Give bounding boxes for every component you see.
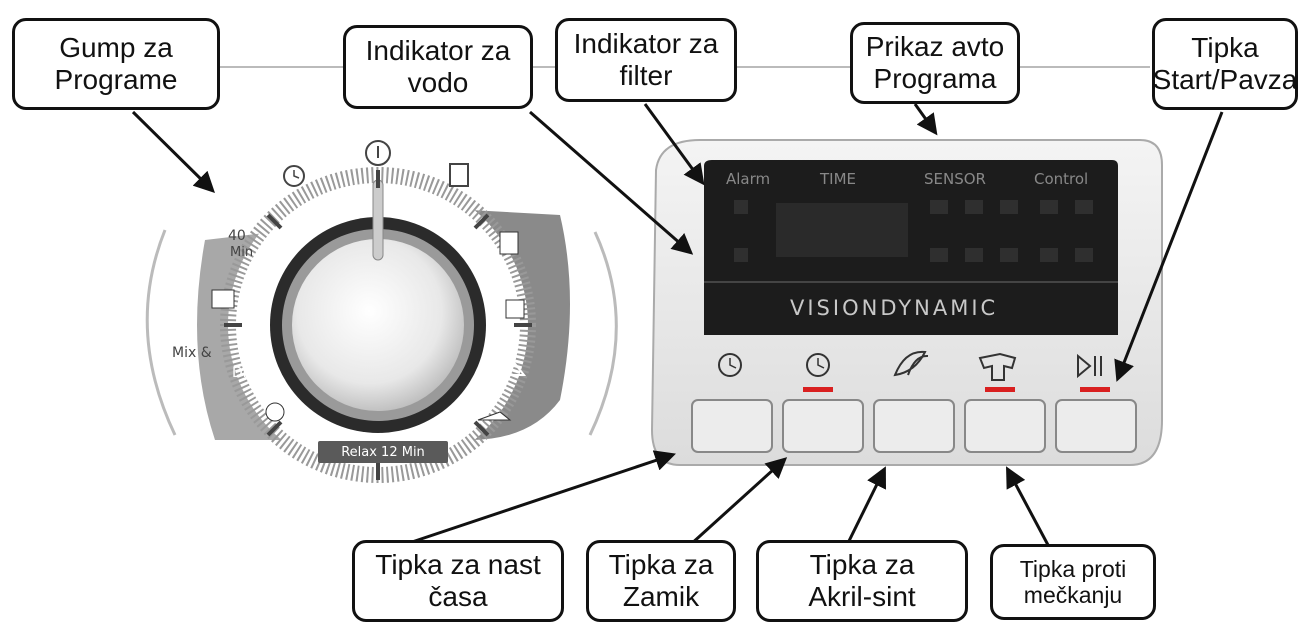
- arrow-voda: [529, 110, 694, 255]
- button-synthetic[interactable]: [873, 399, 955, 453]
- power-icon: [365, 140, 391, 166]
- arrows: [131, 103, 1224, 547]
- screen-glyphs: [734, 200, 1093, 262]
- arrow-zamik: [688, 457, 788, 547]
- arrow-meckanje: [1006, 466, 1050, 546]
- callout-avto: Prikaz avto Programa: [850, 22, 1020, 104]
- play-pause-icon: [1077, 353, 1092, 379]
- shirt-icon: [211, 289, 235, 309]
- wool-icon: [265, 402, 285, 422]
- arrow-avto: [913, 103, 938, 136]
- panel-brand: VISIONDYNAMIC: [790, 296, 999, 320]
- callout-akril: Tipka za Akril-sint: [756, 540, 968, 622]
- callout-meckanje: Tipka proti mečkanju: [990, 544, 1156, 620]
- cotton-icon: [499, 231, 519, 255]
- indicator-led: [803, 387, 833, 392]
- callout-filter: Indikator za filter: [555, 18, 737, 102]
- dial-dry: Dry: [232, 365, 257, 381]
- dial-min: Min: [230, 245, 254, 260]
- panel-time: TIME: [820, 170, 857, 188]
- callout-nast: Tipka za nast časa: [352, 540, 564, 622]
- dial-bracket-right: [588, 231, 618, 436]
- callout-zamik: Tipka za Zamik: [586, 540, 736, 622]
- button-time[interactable]: [691, 399, 773, 453]
- towel-icon: [449, 163, 469, 187]
- indicator-led: [985, 387, 1015, 392]
- dial-pointer: [372, 179, 384, 261]
- dial-mix: Mix &: [172, 345, 212, 361]
- callout-gump: Gump za Programe: [12, 18, 220, 110]
- arrow-start: [1114, 111, 1224, 382]
- button-delay[interactable]: [782, 399, 864, 453]
- indicator-led: [1080, 387, 1110, 392]
- button-start-pause[interactable]: [1055, 399, 1137, 453]
- arrow-nast: [411, 450, 676, 544]
- panel-alarm: Alarm: [726, 170, 771, 188]
- panel-sensor: SENSOR: [924, 170, 986, 188]
- time-display: [776, 203, 908, 257]
- arrow-akril: [846, 466, 886, 544]
- control-panel: [650, 139, 1163, 466]
- callout-voda: Indikator za vodo: [343, 25, 533, 109]
- iron-icon: [477, 411, 512, 421]
- dial-knob: [292, 239, 464, 411]
- relax-label: Relax 12 Min: [318, 441, 448, 463]
- clock-icon: [718, 353, 742, 377]
- shirt-iron-icon: [978, 352, 1017, 381]
- callout-start: Tipka Start/Pavza: [1152, 18, 1298, 110]
- timer-icon: [283, 165, 305, 187]
- delay-icon: [806, 353, 830, 377]
- panel-control: Control: [1034, 170, 1089, 188]
- cupboard-icon: [505, 299, 525, 319]
- dial-bracket-left: [145, 229, 177, 436]
- program-dial[interactable]: [145, 140, 618, 483]
- arrow-gump: [131, 110, 215, 193]
- dial-40: 40: [228, 228, 246, 244]
- hanger-icon: [497, 358, 527, 376]
- dial-major-marks: [224, 170, 532, 480]
- feather-icon: [893, 350, 929, 377]
- arrow-filter: [643, 103, 705, 186]
- button-anti-crease[interactable]: [964, 399, 1046, 453]
